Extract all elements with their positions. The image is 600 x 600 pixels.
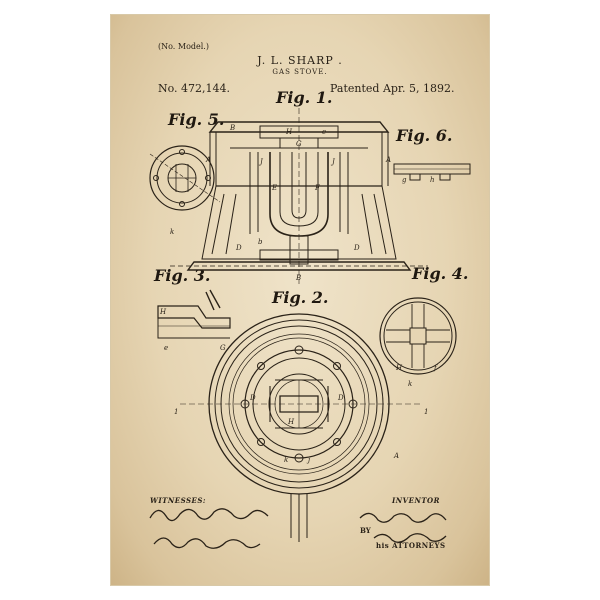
svg-text:H: H: [287, 418, 295, 426]
svg-text:1: 1: [424, 408, 428, 416]
svg-text:g: g: [402, 176, 407, 184]
fig-4-detail: [379, 297, 457, 375]
svg-text:J: J: [258, 158, 264, 166]
patent-sheet: (No. Model.) J. L. SHARP . GAS STOVE. No…: [110, 14, 490, 586]
fig-6-label: Fig. 6.: [396, 126, 453, 145]
svg-text:e: e: [164, 344, 168, 352]
svg-text:F: F: [314, 184, 321, 192]
svg-text:k: k: [408, 380, 412, 388]
svg-text:J: J: [330, 158, 336, 166]
svg-text:f: f: [433, 364, 438, 372]
svg-text:j: j: [306, 456, 311, 464]
witnesses-label: WITNESSES:: [150, 496, 207, 505]
svg-text:B: B: [295, 274, 301, 282]
svg-text:G: G: [220, 344, 226, 352]
svg-text:G: G: [296, 140, 302, 148]
fig-1-stove-elevation: [170, 108, 428, 284]
svg-text:B: B: [229, 124, 235, 132]
attorneys-label: his ATTORNEYS: [376, 541, 446, 550]
svg-text:k: k: [284, 456, 288, 464]
inventor-label: INVENTOR: [392, 496, 440, 505]
inventor-name: J. L. SHARP .: [257, 54, 343, 67]
svg-text:k: k: [170, 228, 174, 236]
invention-title: GAS STOVE.: [272, 68, 328, 76]
svg-text:A: A: [385, 156, 391, 164]
svg-text:D: D: [353, 244, 360, 252]
svg-text:b: b: [258, 238, 263, 246]
fig-4-label: Fig. 4.: [412, 264, 469, 283]
svg-text:H: H: [285, 128, 293, 136]
fig-2-plan: [180, 313, 420, 542]
svg-text:D: D: [249, 394, 256, 402]
svg-text:h: h: [430, 176, 435, 184]
svg-text:H: H: [159, 308, 167, 316]
svg-text:D: D: [235, 244, 242, 252]
fig-6-section: [393, 163, 471, 181]
model-note: (No. Model.): [158, 42, 209, 51]
svg-text:H: H: [395, 364, 403, 372]
fig-2-label: Fig. 2.: [272, 288, 329, 307]
svg-text:A: A: [393, 452, 399, 460]
patent-number: No. 472,144.: [158, 82, 231, 95]
fig-5-label: Fig. 5.: [168, 110, 225, 129]
svg-text:e: e: [322, 128, 326, 136]
fig-5-ring: [149, 145, 221, 211]
signature-marks: [149, 508, 447, 549]
svg-text:A: A: [205, 156, 211, 164]
svg-text:E: E: [271, 184, 277, 192]
svg-text:D: D: [337, 394, 344, 402]
patent-drawings: He GA AJ JE Fb BD Dk He GH fk DD Hk jA 1…: [149, 108, 471, 549]
svg-text:1: 1: [174, 408, 178, 416]
fig-3-label: Fig. 3.: [154, 266, 211, 285]
fig-3-detail: [157, 289, 231, 339]
by-label: BY: [360, 526, 371, 535]
fig-1-label: Fig. 1.: [276, 88, 333, 107]
patent-date: Patented Apr. 5, 1892.: [330, 82, 455, 95]
